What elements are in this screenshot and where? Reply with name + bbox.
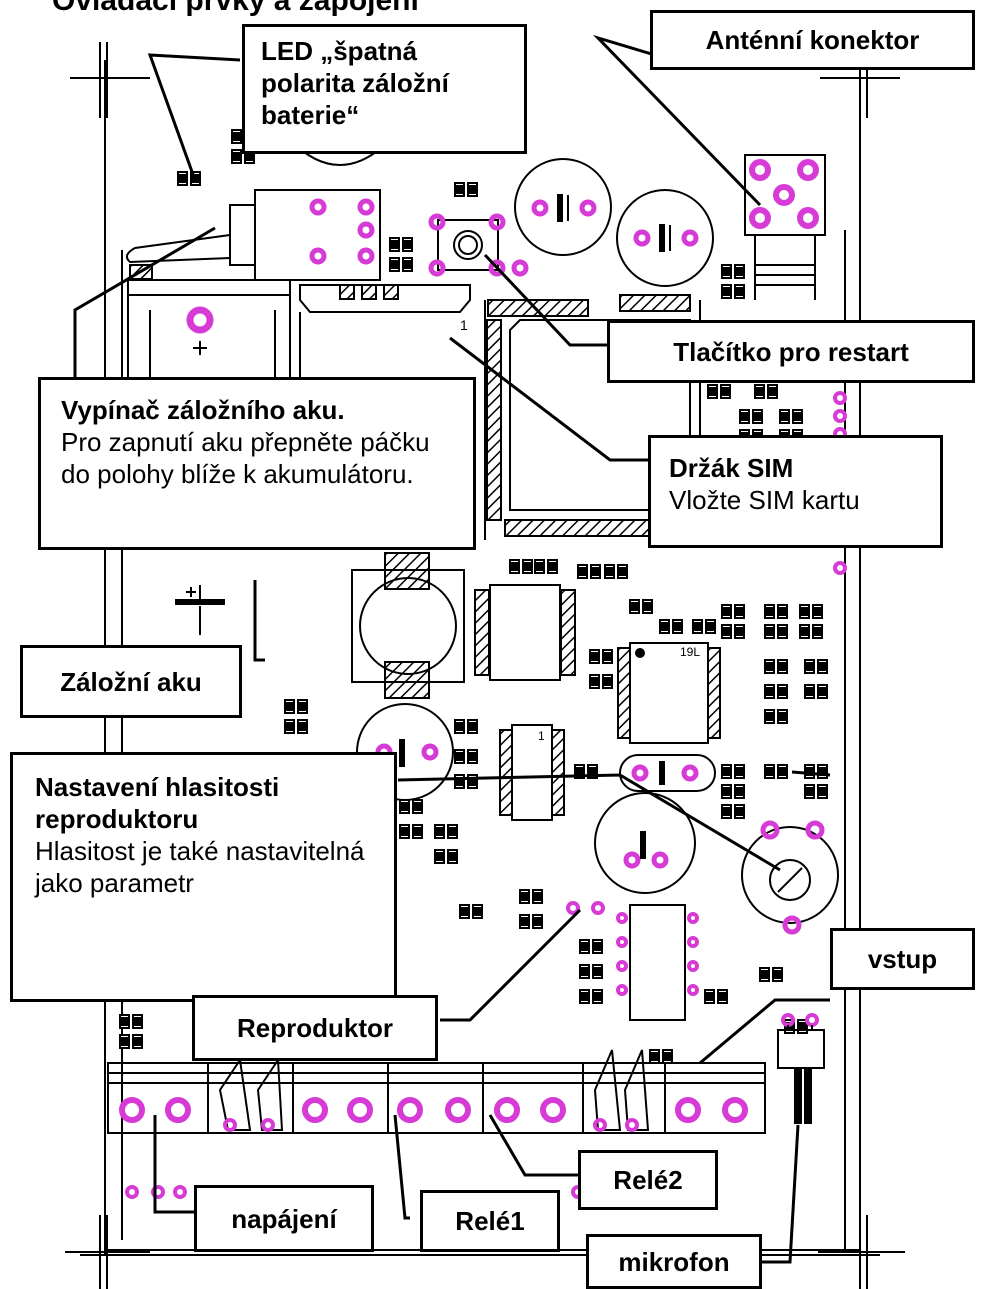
label-restart: Tlačítko pro restart: [607, 320, 975, 383]
ic-mark-2: 1: [538, 729, 545, 743]
label-input: vstup: [830, 928, 975, 990]
label-power: napájení: [194, 1185, 374, 1252]
label-speaker: Reproduktor: [192, 995, 438, 1061]
label-microphone: mikrofon: [586, 1234, 762, 1289]
battery-switch-drawing: [125, 139, 391, 281]
restart-button-drawing: [428, 213, 529, 277]
ic-drawing: [474, 584, 721, 1021]
label-led: LED „špatná polarita záložní baterie“: [242, 24, 527, 154]
label-antenna: Anténní konektor: [650, 10, 975, 70]
antenna-connector-drawing: [744, 154, 847, 575]
inductor-drawing: [351, 552, 465, 699]
ic-mark: 19L: [680, 645, 700, 659]
leader-lines: [73, 34, 831, 1264]
label-backup-battery: Záložní aku: [20, 645, 242, 718]
pin1-mark: 1: [460, 317, 468, 333]
microphone-header-drawing: [777, 1013, 825, 1124]
crystal-drawing: [619, 754, 716, 792]
terminal-blocks-drawing: [107, 901, 766, 1199]
label-relay1: Relé1: [420, 1190, 560, 1252]
diagram-heading: Ovládací prvky a zapojení: [52, 0, 419, 17]
label-volume: Nastavení hlasitosti reproduktoru Hlasit…: [10, 752, 397, 1002]
label-battery-switch: Vypínač záložního aku. Pro zapnutí aku p…: [38, 377, 476, 550]
label-relay2: Relé2: [578, 1150, 718, 1210]
label-sim-holder: Držák SIM Vložte SIM kartu: [648, 435, 943, 548]
potentiometer-drawing: [741, 820, 839, 935]
